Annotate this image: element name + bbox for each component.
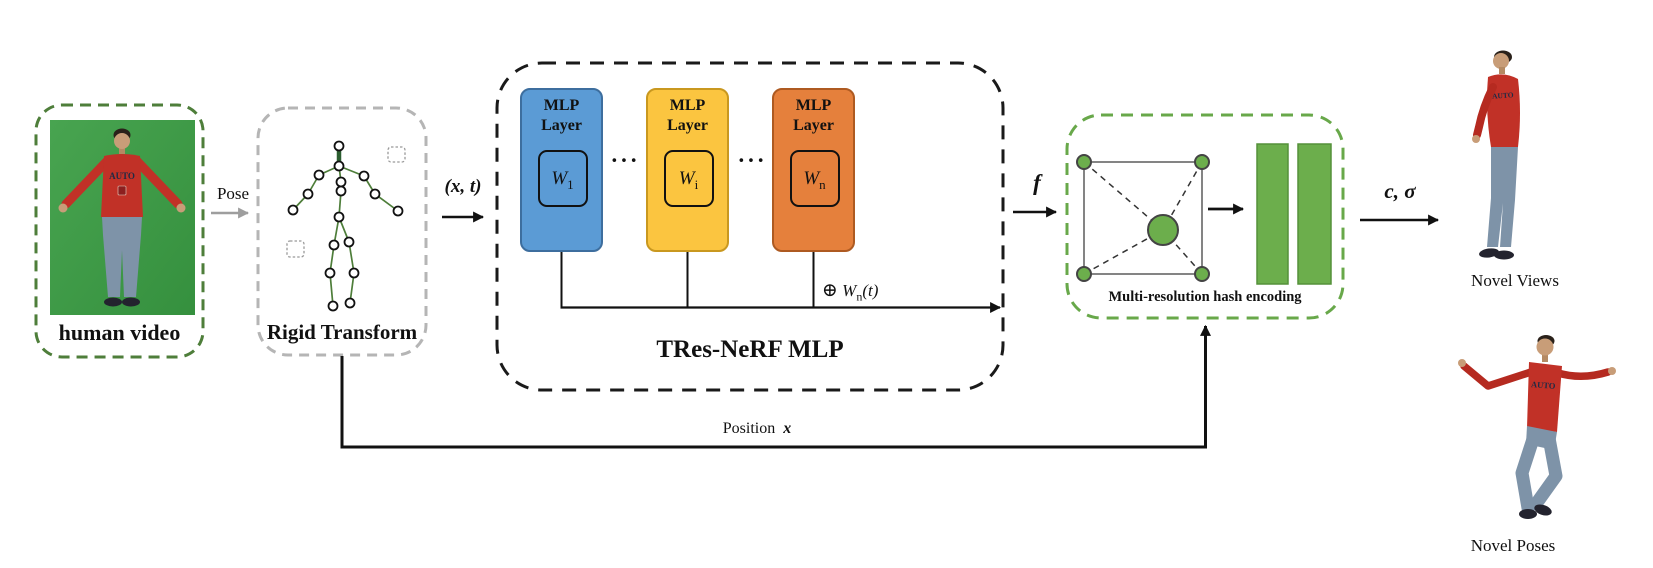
svg-text:AUTO: AUTO [1492, 90, 1514, 100]
mlp-layer-1-box: MLP Layer W1 [520, 88, 603, 252]
feature-f-label: f [1033, 170, 1041, 195]
novel-views-label: Novel Views [1471, 271, 1559, 290]
mlp-layer-i-box: MLP Layer Wi [646, 88, 729, 252]
svg-text:AUTO: AUTO [1531, 379, 1556, 391]
position-feedback-arrow [340, 324, 1211, 449]
novel-poses-image: AUTO [1450, 318, 1625, 530]
mlp-layer-i-weights: Wi [663, 150, 714, 207]
mlp-layer-1-weights: W1 [537, 150, 588, 207]
mlp-layer-n-title: MLP Layer [793, 97, 834, 135]
ellipsis-dots: ··· [610, 148, 640, 173]
dotted-cube-icon [286, 240, 305, 258]
mlp-layer-n-box: MLP Layer Wn [772, 88, 855, 252]
residual-connections [560, 252, 1002, 313]
feature-bar [1297, 143, 1332, 285]
mlp-layer-i-title: MLP Layer [667, 97, 708, 135]
rigid-transform-label: Rigid Transform [266, 320, 418, 344]
tres-nerf-box [495, 61, 1005, 392]
person-dancing-pose: AUTO [1458, 335, 1616, 519]
tres-nerf-title: TRes-NeRF MLP [656, 336, 844, 363]
pose-label: Pose [216, 184, 250, 203]
residual-sum-label: ⊕ Wn(t) [822, 280, 879, 304]
mlp-layer-n-weights: Wn [789, 150, 840, 207]
ellipsis-dots: ··· [737, 148, 767, 173]
hash-encoding-box [1065, 113, 1345, 320]
human-video-photo: AUTO [50, 120, 195, 315]
feature-bar [1256, 143, 1289, 285]
person-standing-side: AUTO [1472, 50, 1520, 260]
rigid-transform-box [256, 106, 428, 357]
person-front-apose: AUTO [58, 128, 186, 307]
mlp-layer-1-title: MLP Layer [541, 97, 582, 135]
skeleton-graphic [286, 140, 406, 312]
novel-views-image: AUTO [1455, 35, 1555, 265]
output-c-sigma-label: c, σ [1384, 179, 1416, 203]
interpolated-point [1147, 214, 1179, 246]
human-video-label: human video [58, 320, 181, 345]
novel-poses-label: Novel Poses [1470, 536, 1556, 555]
hash-grid-graphic [1076, 143, 1332, 285]
hash-encoding-label: Multi-resolution hash encoding [1108, 289, 1302, 305]
dotted-cube-icon [387, 146, 406, 163]
input-xt-label: (x, t) [444, 176, 482, 197]
svg-text:AUTO: AUTO [109, 171, 135, 181]
human-video-box [34, 103, 205, 359]
position-x-label: Position x [722, 420, 792, 437]
